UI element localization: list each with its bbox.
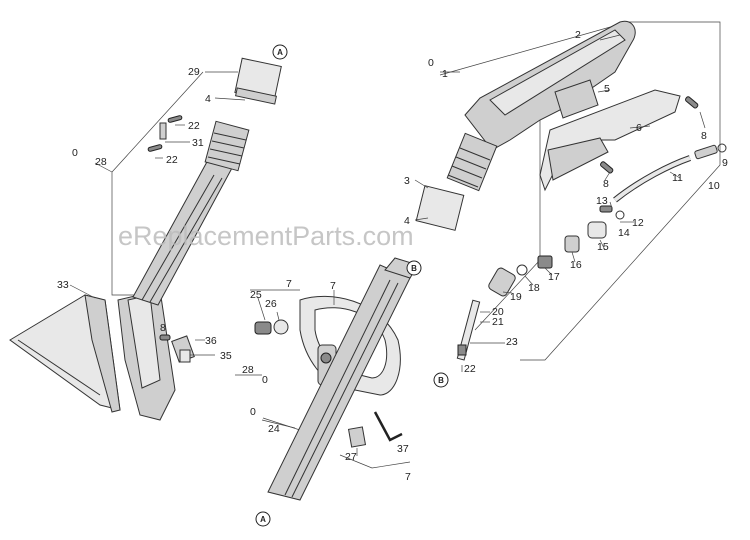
callout-33: 33 [57, 279, 69, 291]
right-threaded-connector [446, 132, 498, 192]
callout-4-left: 4 [205, 93, 211, 105]
callout-10: 10 [708, 180, 720, 192]
filter-block-29 [234, 57, 282, 105]
group-outline-27-37 [339, 454, 411, 469]
callout-28-bottom: 28 [242, 364, 254, 376]
floor-tool-nozzle [9, 294, 121, 413]
fitting-9-10 [694, 143, 727, 160]
watermark-text: eReplacementParts.com [118, 221, 414, 251]
callout-7-left: 7 [286, 278, 292, 290]
trigger-bracket-6 [539, 89, 681, 192]
pins-22-31 [147, 115, 183, 152]
svg-text:B: B [438, 376, 444, 385]
svg-text:A: A [260, 515, 266, 524]
callout-0-mid: 0 [262, 374, 268, 386]
callout-8-mid: 8 [603, 178, 609, 190]
callout-22-right: 22 [464, 363, 476, 375]
ref-marker-a-bottom: A [255, 511, 271, 527]
callout-23: 23 [506, 336, 518, 348]
ref-marker-b-right: B [433, 372, 449, 388]
callout-22-upper: 22 [188, 120, 200, 132]
callout-26: 26 [265, 298, 277, 310]
callout-5: 5 [604, 83, 610, 95]
callout-16: 16 [570, 259, 582, 271]
callout-13: 13 [596, 195, 608, 207]
callout-24: 24 [268, 423, 280, 435]
callout-1: 1 [442, 68, 448, 80]
callout-25: 25 [250, 289, 262, 301]
side-plate-5 [554, 79, 599, 119]
svg-text:B: B [411, 264, 417, 273]
tool-neck [117, 289, 176, 421]
clip-27 [347, 426, 367, 448]
callout-4-right: 4 [404, 215, 410, 227]
group-outline-right [439, 21, 721, 361]
callout-20: 20 [492, 306, 504, 318]
callout-31: 31 [192, 137, 204, 149]
callout-0-bottom: 0 [250, 406, 256, 418]
left-threaded-connector [204, 120, 250, 172]
svg-text:A: A [277, 48, 283, 57]
callout-35: 35 [220, 350, 232, 362]
callout-2: 2 [575, 29, 581, 41]
callout-9: 9 [722, 157, 728, 169]
valve-parts [456, 205, 625, 361]
callout-17: 17 [548, 271, 560, 283]
main-handle-body [464, 20, 636, 151]
latch-parts [159, 334, 195, 363]
callout-8-left: 8 [160, 322, 166, 334]
callout-11: 11 [672, 172, 683, 184]
callout-0-left: 0 [72, 147, 78, 159]
callout-12: 12 [632, 217, 644, 229]
screws-8 [600, 96, 699, 174]
spring-nut-25-26 [254, 319, 289, 335]
callout-36: 36 [205, 335, 217, 347]
allen-key-37 [373, 411, 403, 442]
callout-0-right: 0 [428, 57, 434, 69]
ref-marker-b-center: B [406, 260, 422, 276]
callout-14: 14 [618, 227, 630, 239]
left-extension-tube [132, 159, 233, 306]
hose-11 [613, 155, 691, 203]
ref-marker-a-top: A [272, 44, 288, 60]
group-outline-left [111, 71, 204, 296]
callout-7-center: 7 [330, 280, 336, 292]
callout-29: 29 [188, 66, 200, 78]
callout-18: 18 [528, 282, 540, 294]
callout-28-top: 28 [95, 156, 107, 168]
leader-lines [69, 34, 706, 456]
callout-8-right: 8 [701, 130, 707, 142]
callout-37: 37 [397, 443, 409, 455]
callout-7-bottom: 7 [405, 471, 411, 483]
callout-19: 19 [510, 291, 522, 303]
callout-labels: 29 4 22 31 22 0 28 33 8 36 35 28 0 7 25 … [57, 29, 728, 483]
filter-block-3 [415, 185, 465, 231]
callout-21: 21 [492, 316, 504, 328]
callout-15: 15 [597, 241, 609, 253]
callout-27: 27 [345, 451, 357, 463]
callout-3: 3 [404, 175, 410, 187]
callout-6: 6 [636, 122, 642, 134]
callout-22-lower: 22 [166, 154, 178, 166]
